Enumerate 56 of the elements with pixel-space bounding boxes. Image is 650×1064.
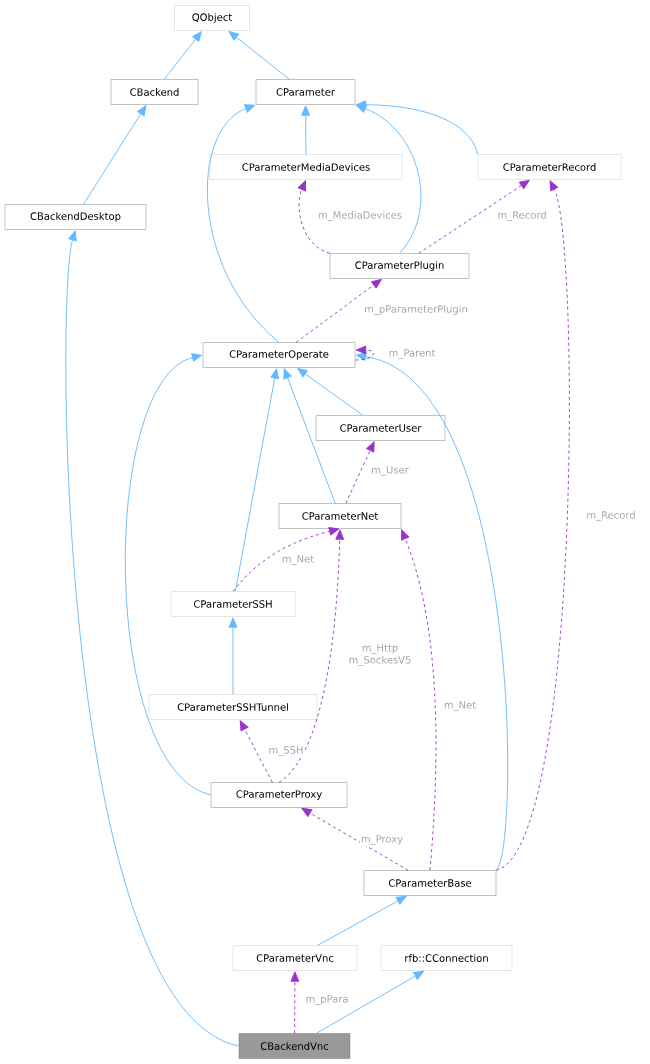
arrow — [301, 105, 311, 155]
class-box: CParameter — [255, 79, 356, 105]
edge-label: m_pPara — [304, 994, 350, 1006]
dashed-arrow — [418, 179, 530, 254]
class-box: CParameterSSH — [170, 591, 296, 617]
dashed-arrow — [297, 180, 331, 254]
class-box: CParameterMediaDevices — [209, 154, 403, 180]
dashed-arrow — [354, 345, 374, 361]
class-box: QObject — [174, 5, 250, 31]
arrow — [83, 105, 147, 205]
edge-label: m_Record — [585, 510, 637, 522]
class-box: CParameterSSHTunnel — [148, 694, 318, 720]
dashed-arrow — [301, 807, 409, 871]
arrow — [207, 104, 280, 343]
arrow — [65, 230, 240, 1047]
dashed-arrow — [239, 720, 273, 783]
edge-label: m_pParameterPlugin — [363, 304, 469, 316]
class-box: CParameterVnc — [232, 945, 358, 971]
class-box: CBackend — [110, 79, 199, 105]
arrow — [317, 895, 407, 946]
edge-label: m_Http m_SockesV5 — [339, 643, 421, 667]
dashed-arrow — [278, 529, 345, 783]
arrow — [124, 353, 212, 796]
class-box: rfb::CConnection — [380, 945, 513, 971]
class-box: CBackendVnc — [238, 1033, 351, 1059]
class-box: CParameterOperate — [202, 342, 356, 368]
arrow — [163, 31, 202, 80]
edge-label: m_User — [370, 465, 410, 477]
arrow — [228, 31, 290, 80]
edge-label: m_Net — [280, 554, 316, 566]
arrow — [234, 368, 280, 592]
arrow — [355, 352, 508, 871]
edge-label: m_Record — [496, 210, 548, 222]
arrow — [297, 367, 364, 416]
arrow — [228, 617, 238, 695]
class-box: CParameterPlugin — [329, 253, 470, 279]
class-box: CParameterRecord — [477, 154, 622, 180]
dashed-arrow — [495, 180, 570, 871]
arrow — [355, 104, 422, 254]
dashed-arrow — [401, 529, 437, 871]
dashed-arrow — [290, 971, 300, 1034]
edge-label: m_MediaDevices — [316, 210, 404, 222]
class-box: CBackendDesktop — [4, 204, 147, 230]
dashed-arrow — [295, 278, 382, 343]
edge-label: m_Net — [442, 700, 478, 712]
class-box: CParameterProxy — [210, 782, 348, 808]
edge-label: m_Parent — [387, 348, 437, 360]
edge-label: m_SSH — [267, 745, 305, 757]
dashed-arrow — [345, 441, 375, 504]
class-box: CParameterBase — [363, 870, 497, 896]
arrow — [283, 368, 336, 504]
class-box: CParameterUser — [315, 415, 446, 441]
arrow — [316, 970, 424, 1034]
edge-label: m_Proxy — [359, 834, 405, 846]
class-box: CParameterNet — [278, 503, 402, 529]
dashed-arrow — [232, 527, 340, 592]
